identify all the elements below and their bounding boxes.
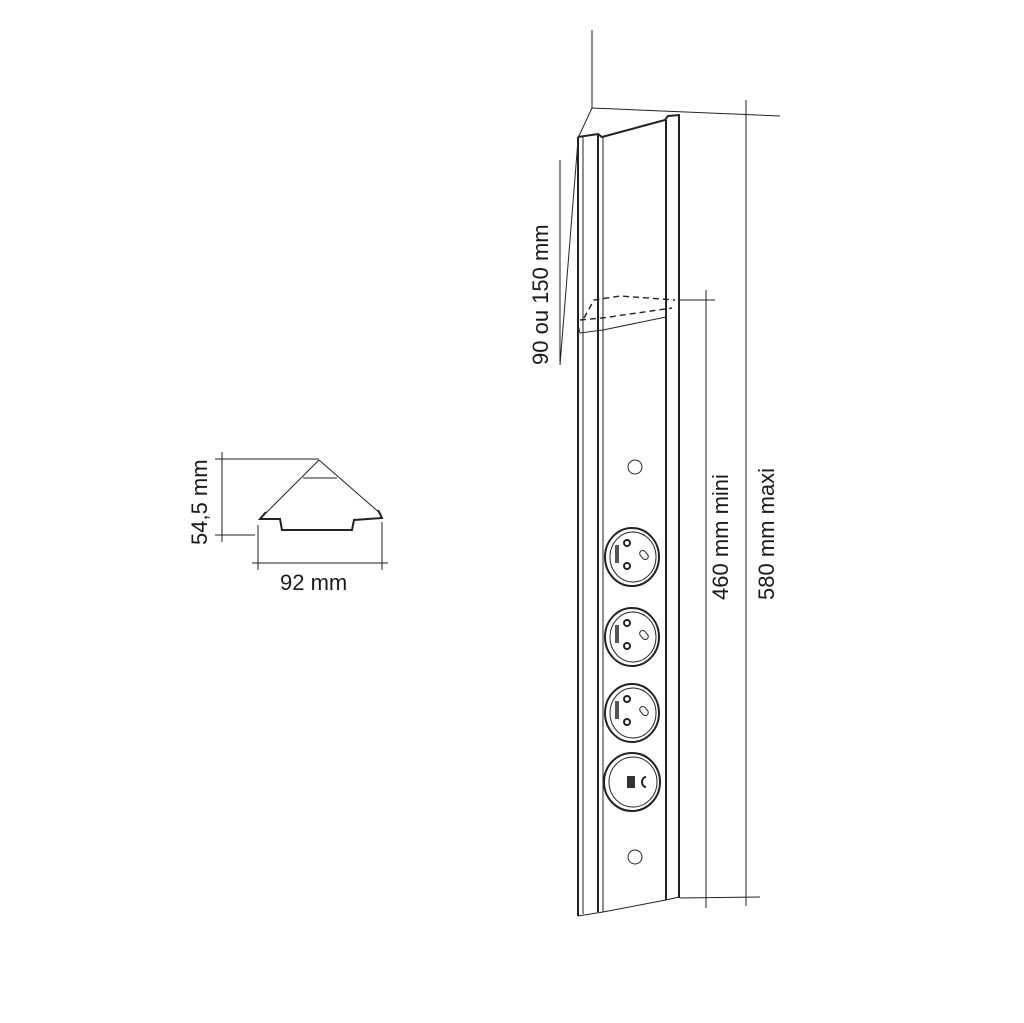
height-dimension-label: 54,5 mm: [187, 459, 212, 545]
wall-corner: [559, 30, 781, 366]
width-dimension-label: 92 mm: [280, 570, 347, 595]
usb-charger-module: [603, 752, 661, 812]
power-socket: [604, 607, 660, 667]
mounting-hole-top: [627, 459, 643, 475]
cross-section-profile: [215, 452, 388, 570]
min-length-label: 460 mm mini: [708, 474, 733, 600]
power-socket: [604, 683, 660, 743]
max-length-label: 580 mm maxi: [754, 468, 779, 600]
mounting-hole-bottom: [627, 849, 643, 865]
sockets: [603, 527, 661, 812]
socket-column: [577, 114, 715, 917]
power-socket: [604, 527, 660, 587]
shelf-height-label: 90 ou 150 mm: [528, 224, 553, 365]
